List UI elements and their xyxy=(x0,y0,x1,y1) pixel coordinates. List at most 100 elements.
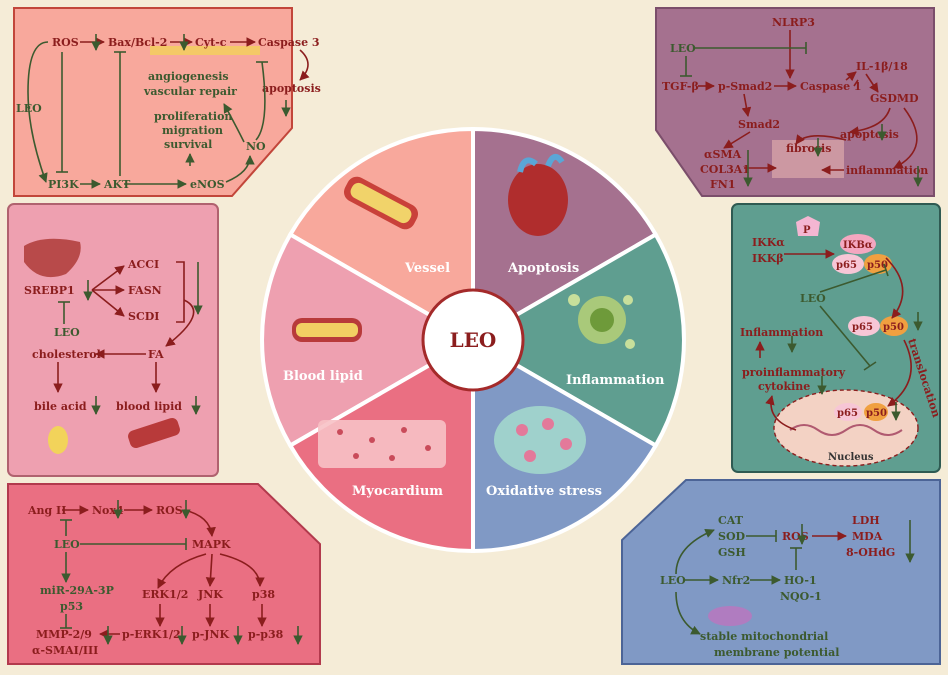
node-ros: ROS xyxy=(52,36,79,49)
node-leo: LEO xyxy=(800,292,826,305)
node-ikkb: IKKβ xyxy=(752,252,784,265)
node-asma: αSMA xyxy=(704,148,742,161)
node-p: P xyxy=(803,225,811,236)
node-cholesterol: cholesterol xyxy=(32,348,101,361)
node-mmp: MMP-2/9 xyxy=(36,628,92,641)
oxidative-pathway: CAT SOD GSH ROS LDH MDA 8-OHdG LEO Nfr2 … xyxy=(660,514,915,659)
apoptosis-pathway: NLRP3 LEO TGF-β p-Smad2 Caspase 1 IL-1β/… xyxy=(662,16,928,191)
node-apoptosis: apoptosis xyxy=(262,82,321,95)
node-ohdg: 8-OHdG xyxy=(846,546,895,559)
node-bax: Bax/Bcl-2 xyxy=(108,36,167,49)
node-fn1: FN1 xyxy=(710,178,736,191)
node-gsdmd: GSDMD xyxy=(870,92,919,105)
node-fibrosis: fibrosis xyxy=(786,142,831,155)
node-akt: AKT xyxy=(103,178,131,191)
node-membrane: membrane potential xyxy=(714,646,839,659)
node-ikba: IKBα xyxy=(843,240,873,251)
segment-label-apoptosis: Apoptosis xyxy=(507,261,579,276)
phospho-badge xyxy=(796,216,820,236)
central-wheel: LEO Vessel Apoptosis Blood lipid Inflamm… xyxy=(260,126,686,554)
vessel-panel xyxy=(13,7,293,197)
bile-acid-icon xyxy=(48,426,68,454)
node-mda: MDA xyxy=(852,530,883,543)
node-scdi: SCDI xyxy=(128,310,159,323)
node-col3a1: COL3A1 xyxy=(700,163,750,176)
node-leo: LEO xyxy=(54,538,80,551)
node-caspase1: Caspase 1 xyxy=(800,80,862,93)
node-fasn: FASN xyxy=(128,284,162,297)
node-angii: Ang II xyxy=(27,504,66,517)
node-inflammation: Inflammation xyxy=(740,326,823,339)
node-vascular-repair: vascular repair xyxy=(143,85,237,98)
myocardium-panel xyxy=(7,483,321,665)
node-erk: ERK1/2 xyxy=(142,588,188,601)
node-nox4: Nox4 xyxy=(92,504,124,517)
apoptosis-panel xyxy=(655,7,935,197)
segment-inflammation-shape xyxy=(469,231,686,449)
node-mir: miR-29A-3P xyxy=(40,584,114,597)
node-proinflammatory: proinflammatory xyxy=(742,366,846,379)
center-label: LEO xyxy=(450,328,497,352)
node-bile-acid: bile acid xyxy=(34,400,87,413)
node-enos: eNOS xyxy=(190,178,225,191)
node-tgfb: TGF-β xyxy=(662,80,699,93)
node-pi3k: PI3K xyxy=(48,178,79,191)
node-migration: migration xyxy=(162,124,223,137)
node-p65-a: p65 xyxy=(836,260,857,271)
node-proliferation: proliferation xyxy=(154,110,232,123)
segment-label-vessel: Vessel xyxy=(404,261,450,276)
node-ho1: HO-1 xyxy=(784,574,817,587)
node-il: IL-1β/18 xyxy=(856,60,908,73)
segment-label-oxidative: Oxidative stress xyxy=(486,484,602,499)
cell-illustration xyxy=(568,294,635,349)
heart-illustration xyxy=(508,153,568,236)
node-nfr2: Nfr2 xyxy=(722,574,750,587)
node-pjnk: p-JNK xyxy=(192,628,230,641)
node-gsh: GSH xyxy=(718,546,746,559)
node-leo: LEO xyxy=(670,42,696,55)
segment-vessel-shape xyxy=(287,126,475,344)
node-p38: p38 xyxy=(252,588,275,601)
node-angiogenesis: angiogenesis xyxy=(148,70,229,83)
node-smad2: Smad2 xyxy=(738,118,780,131)
node-nucleus: Nucleus xyxy=(828,452,874,463)
vessel-illustration xyxy=(343,176,419,230)
node-survival: survival xyxy=(164,138,212,151)
node-no: NO xyxy=(246,140,266,153)
node-p50-a: p50 xyxy=(867,260,888,271)
node-asma: α-SMAI/III xyxy=(32,644,98,657)
node-caspase3: Caspase 3 xyxy=(258,36,320,49)
node-nlrp3: NLRP3 xyxy=(772,16,815,29)
center-circle xyxy=(421,288,525,392)
node-p50-c: p50 xyxy=(866,408,887,419)
vessel-pathway: ROS Bax/Bcl-2 Cyt-c Caspase 3 apoptosis … xyxy=(16,34,321,191)
mitochondria-icon xyxy=(708,606,752,626)
myocardium-pathway: Ang II Nox4 ROS LEO MAPK miR-29A-3P p53 … xyxy=(27,500,303,657)
node-pp38: p-p38 xyxy=(248,628,284,641)
artery-illustration xyxy=(292,318,362,342)
myocardium-illustration xyxy=(318,420,446,468)
node-ros: ROS xyxy=(782,530,809,543)
node-perk: p-ERK1/2 xyxy=(122,628,181,641)
segment-blood-lipid-shape xyxy=(260,231,477,449)
node-ros: ROS xyxy=(156,504,183,517)
node-sod: SOD xyxy=(718,530,746,543)
node-leo: LEO xyxy=(54,326,80,339)
node-blood-lipid: blood lipid xyxy=(116,400,182,413)
node-apoptosis: apoptosis xyxy=(840,128,899,141)
node-p53: p53 xyxy=(60,600,83,613)
node-psmad2: p-Smad2 xyxy=(718,80,772,93)
node-leo: LEO xyxy=(660,574,686,587)
blood-vessel-icon xyxy=(128,417,180,449)
node-jnk: JNK xyxy=(197,588,223,601)
node-p50-b: p50 xyxy=(883,322,904,333)
oxidative-illustration xyxy=(494,406,586,474)
segment-label-blood-lipid: Blood lipid xyxy=(283,369,363,384)
node-stable: stable mitochondrial xyxy=(700,630,828,643)
node-ldh: LDH xyxy=(852,514,880,527)
node-cat: CAT xyxy=(718,514,744,527)
segment-label-inflammation: Inflammation xyxy=(566,373,665,388)
node-inflammation: inflammation xyxy=(846,164,928,177)
